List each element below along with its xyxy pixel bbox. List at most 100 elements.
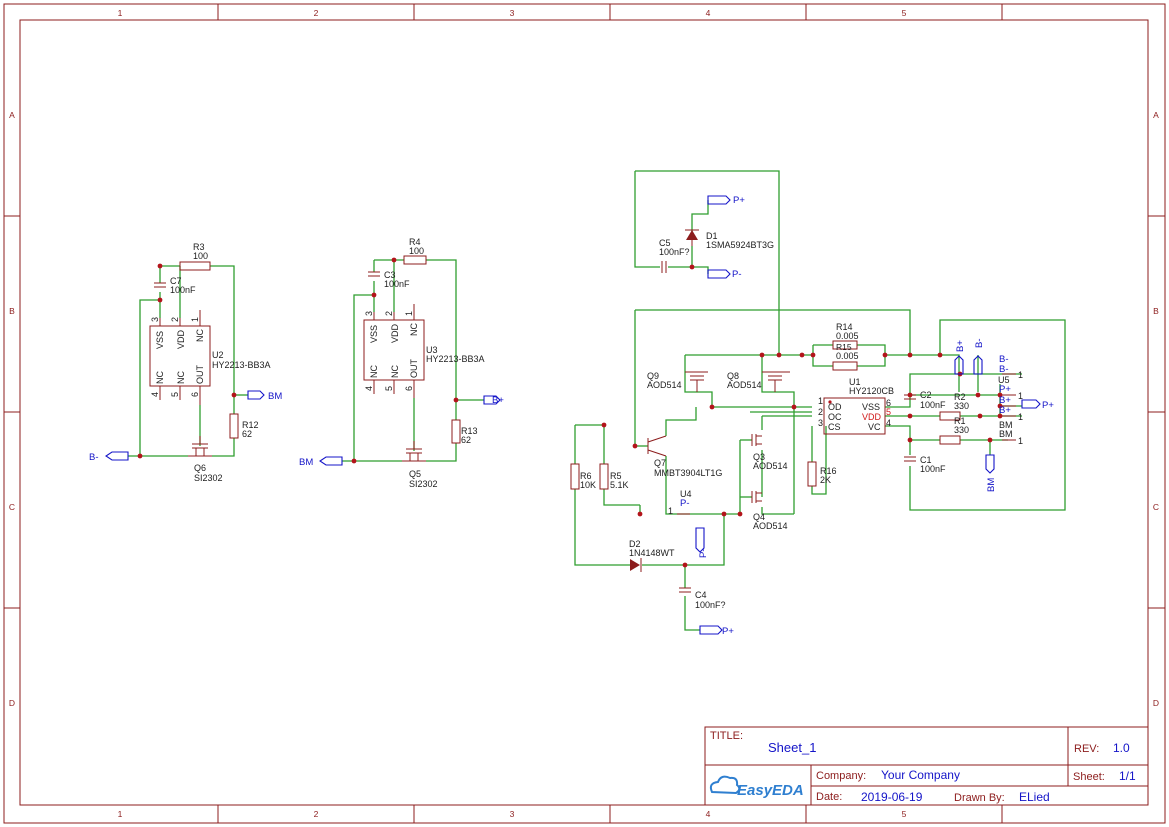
q4-value: AOD514 xyxy=(753,521,788,531)
zone-col-5-top: 5 xyxy=(902,8,907,18)
u1-num-1: 1 xyxy=(818,396,823,406)
u2-pin-nc4: NC xyxy=(155,371,165,384)
zone-row-a-left: A xyxy=(9,110,15,120)
q3-ref: Q3 xyxy=(753,452,765,462)
u2-pin-out: OUT xyxy=(195,365,205,385)
r6-value: 10K xyxy=(580,480,596,490)
net-label-pplus-c4[interactable]: P+ xyxy=(699,625,734,637)
easyeda-logo: EasyEDA xyxy=(709,775,804,799)
c4-value: 100nF? xyxy=(695,600,726,610)
net-label-bplus-mid[interactable]: B+ xyxy=(483,395,504,406)
u3-pin-stubs xyxy=(373,304,415,398)
net-label-bm-right[interactable]: BM xyxy=(985,454,997,492)
net-pminus-u4-text: P- xyxy=(698,549,709,559)
sheet-value: 1/1 xyxy=(1119,769,1136,783)
r16-ref: R16 xyxy=(820,466,837,476)
r12-value: 62 xyxy=(242,429,252,439)
net-label-bm-left[interactable]: BM xyxy=(247,390,282,402)
r5-ref: R5 xyxy=(610,471,622,481)
d2-ref: D2 xyxy=(629,539,641,549)
junction xyxy=(391,257,397,263)
zone-row-a-right: A xyxy=(1153,110,1159,120)
net-bminus-text: B- xyxy=(89,452,99,463)
r13-value: 62 xyxy=(461,435,471,445)
r2-resistor xyxy=(939,411,961,421)
net-label-bm-mid[interactable]: BM xyxy=(299,456,343,468)
u2-num-6: 6 xyxy=(190,392,200,397)
u2-num-5: 5 xyxy=(170,392,180,397)
q5-mosfet xyxy=(402,441,426,462)
zone-row-d-left: D xyxy=(9,698,15,708)
r12-ref: R12 xyxy=(242,420,259,430)
net-label-pminus-c5[interactable]: P- xyxy=(707,269,742,280)
drawn-by-label: Drawn By: xyxy=(954,792,1005,804)
c5-capacitor xyxy=(661,261,667,273)
net-bm-mid-text: BM xyxy=(299,457,313,468)
net-label-bplus-top[interactable]: B+ xyxy=(954,340,966,375)
r2-ref: R2 xyxy=(954,392,966,402)
u5-num-b: 1 xyxy=(1018,391,1023,401)
u3-num-3: 3 xyxy=(364,311,374,316)
c4-capacitor xyxy=(679,587,691,593)
date-value: 2019-06-19 xyxy=(861,790,923,804)
u2-num-1: 1 xyxy=(190,317,200,322)
u3-pin-vss: VSS xyxy=(369,325,379,343)
q8-mosfet xyxy=(762,371,790,392)
u2-pin-nc1: NC xyxy=(195,329,205,342)
junctions-main xyxy=(601,264,1003,568)
u3-value: HY2213-BB3A xyxy=(426,354,485,364)
net-label-pminus-u4[interactable]: P- xyxy=(695,527,709,559)
u1-pin-cs: CS xyxy=(828,422,841,432)
u5-pin-labels: B- B- P+ B+ B+ BM BM 1 1 1 1 xyxy=(999,354,1023,446)
q3-value: AOD514 xyxy=(753,461,788,471)
r16-value: 2K xyxy=(820,475,831,485)
u5-pin-bminus-1: B- xyxy=(999,354,1009,365)
d2-diode xyxy=(630,558,642,572)
zone-col-1-bottom: 1 xyxy=(118,809,123,819)
zone-col-4-bottom: 4 xyxy=(706,809,711,819)
u5-pin-pplus: P+ xyxy=(999,384,1011,395)
u1-value: HY2120CB xyxy=(849,386,894,396)
r5-value: 5.1K xyxy=(610,480,629,490)
c7-value: 100nF xyxy=(170,285,196,295)
net-label-pplus-right[interactable]: P+ xyxy=(1021,399,1054,411)
zone-row-b-left: B xyxy=(9,306,15,316)
u3-num-5: 5 xyxy=(384,386,394,391)
net-label-bminus-left[interactable]: B- xyxy=(89,451,129,463)
drawn-by-value: ELied xyxy=(1019,790,1050,804)
sheet-label: Sheet: xyxy=(1073,771,1105,783)
u3-pin-nc1: NC xyxy=(409,323,419,336)
zone-row-b-right: B xyxy=(1153,306,1159,316)
junction xyxy=(371,292,377,298)
q8-ref: Q8 xyxy=(727,371,739,381)
r15-value: 0.005 xyxy=(836,351,859,361)
net-bm-text: BM xyxy=(268,391,282,402)
u5-num-c: 1 xyxy=(1018,412,1023,422)
r4-ref: R4 xyxy=(409,237,421,247)
company-label: Company: xyxy=(816,770,866,782)
u1-pin-vc: VC xyxy=(868,422,881,432)
c2-ref: C2 xyxy=(920,390,932,400)
r1-resistor xyxy=(939,435,961,445)
junction xyxy=(351,458,357,464)
u3-num-4: 4 xyxy=(364,386,374,391)
c2-value: 100nF xyxy=(920,400,946,410)
sheet-title: Sheet_1 xyxy=(768,740,816,755)
junction xyxy=(231,392,237,398)
q8-value: AOD514 xyxy=(727,380,762,390)
circuit-u2: R3 100 C7 100nF U2 HY2213-BB3A R12 62 Q6… xyxy=(128,242,271,483)
title-label: TITLE: xyxy=(710,730,743,742)
net-label-pplus-d1[interactable]: P+ xyxy=(707,195,745,206)
net-label-bminus-top[interactable]: B- xyxy=(973,339,985,375)
zone-col-1-top: 1 xyxy=(118,8,123,18)
u5-num-a: 1 xyxy=(1018,370,1023,380)
u1-num-5: 5 xyxy=(886,407,891,417)
u5-pin-bplus-1: B+ xyxy=(999,395,1011,406)
junction xyxy=(137,453,143,459)
u4-value: P- xyxy=(680,498,690,509)
u1-pin-od: OD xyxy=(828,402,842,412)
u2-value: HY2213-BB3A xyxy=(212,360,271,370)
c3-ref: C3 xyxy=(384,270,396,280)
u2-num-2: 2 xyxy=(170,317,180,322)
u1-pin-vdd: VDD xyxy=(862,412,882,422)
